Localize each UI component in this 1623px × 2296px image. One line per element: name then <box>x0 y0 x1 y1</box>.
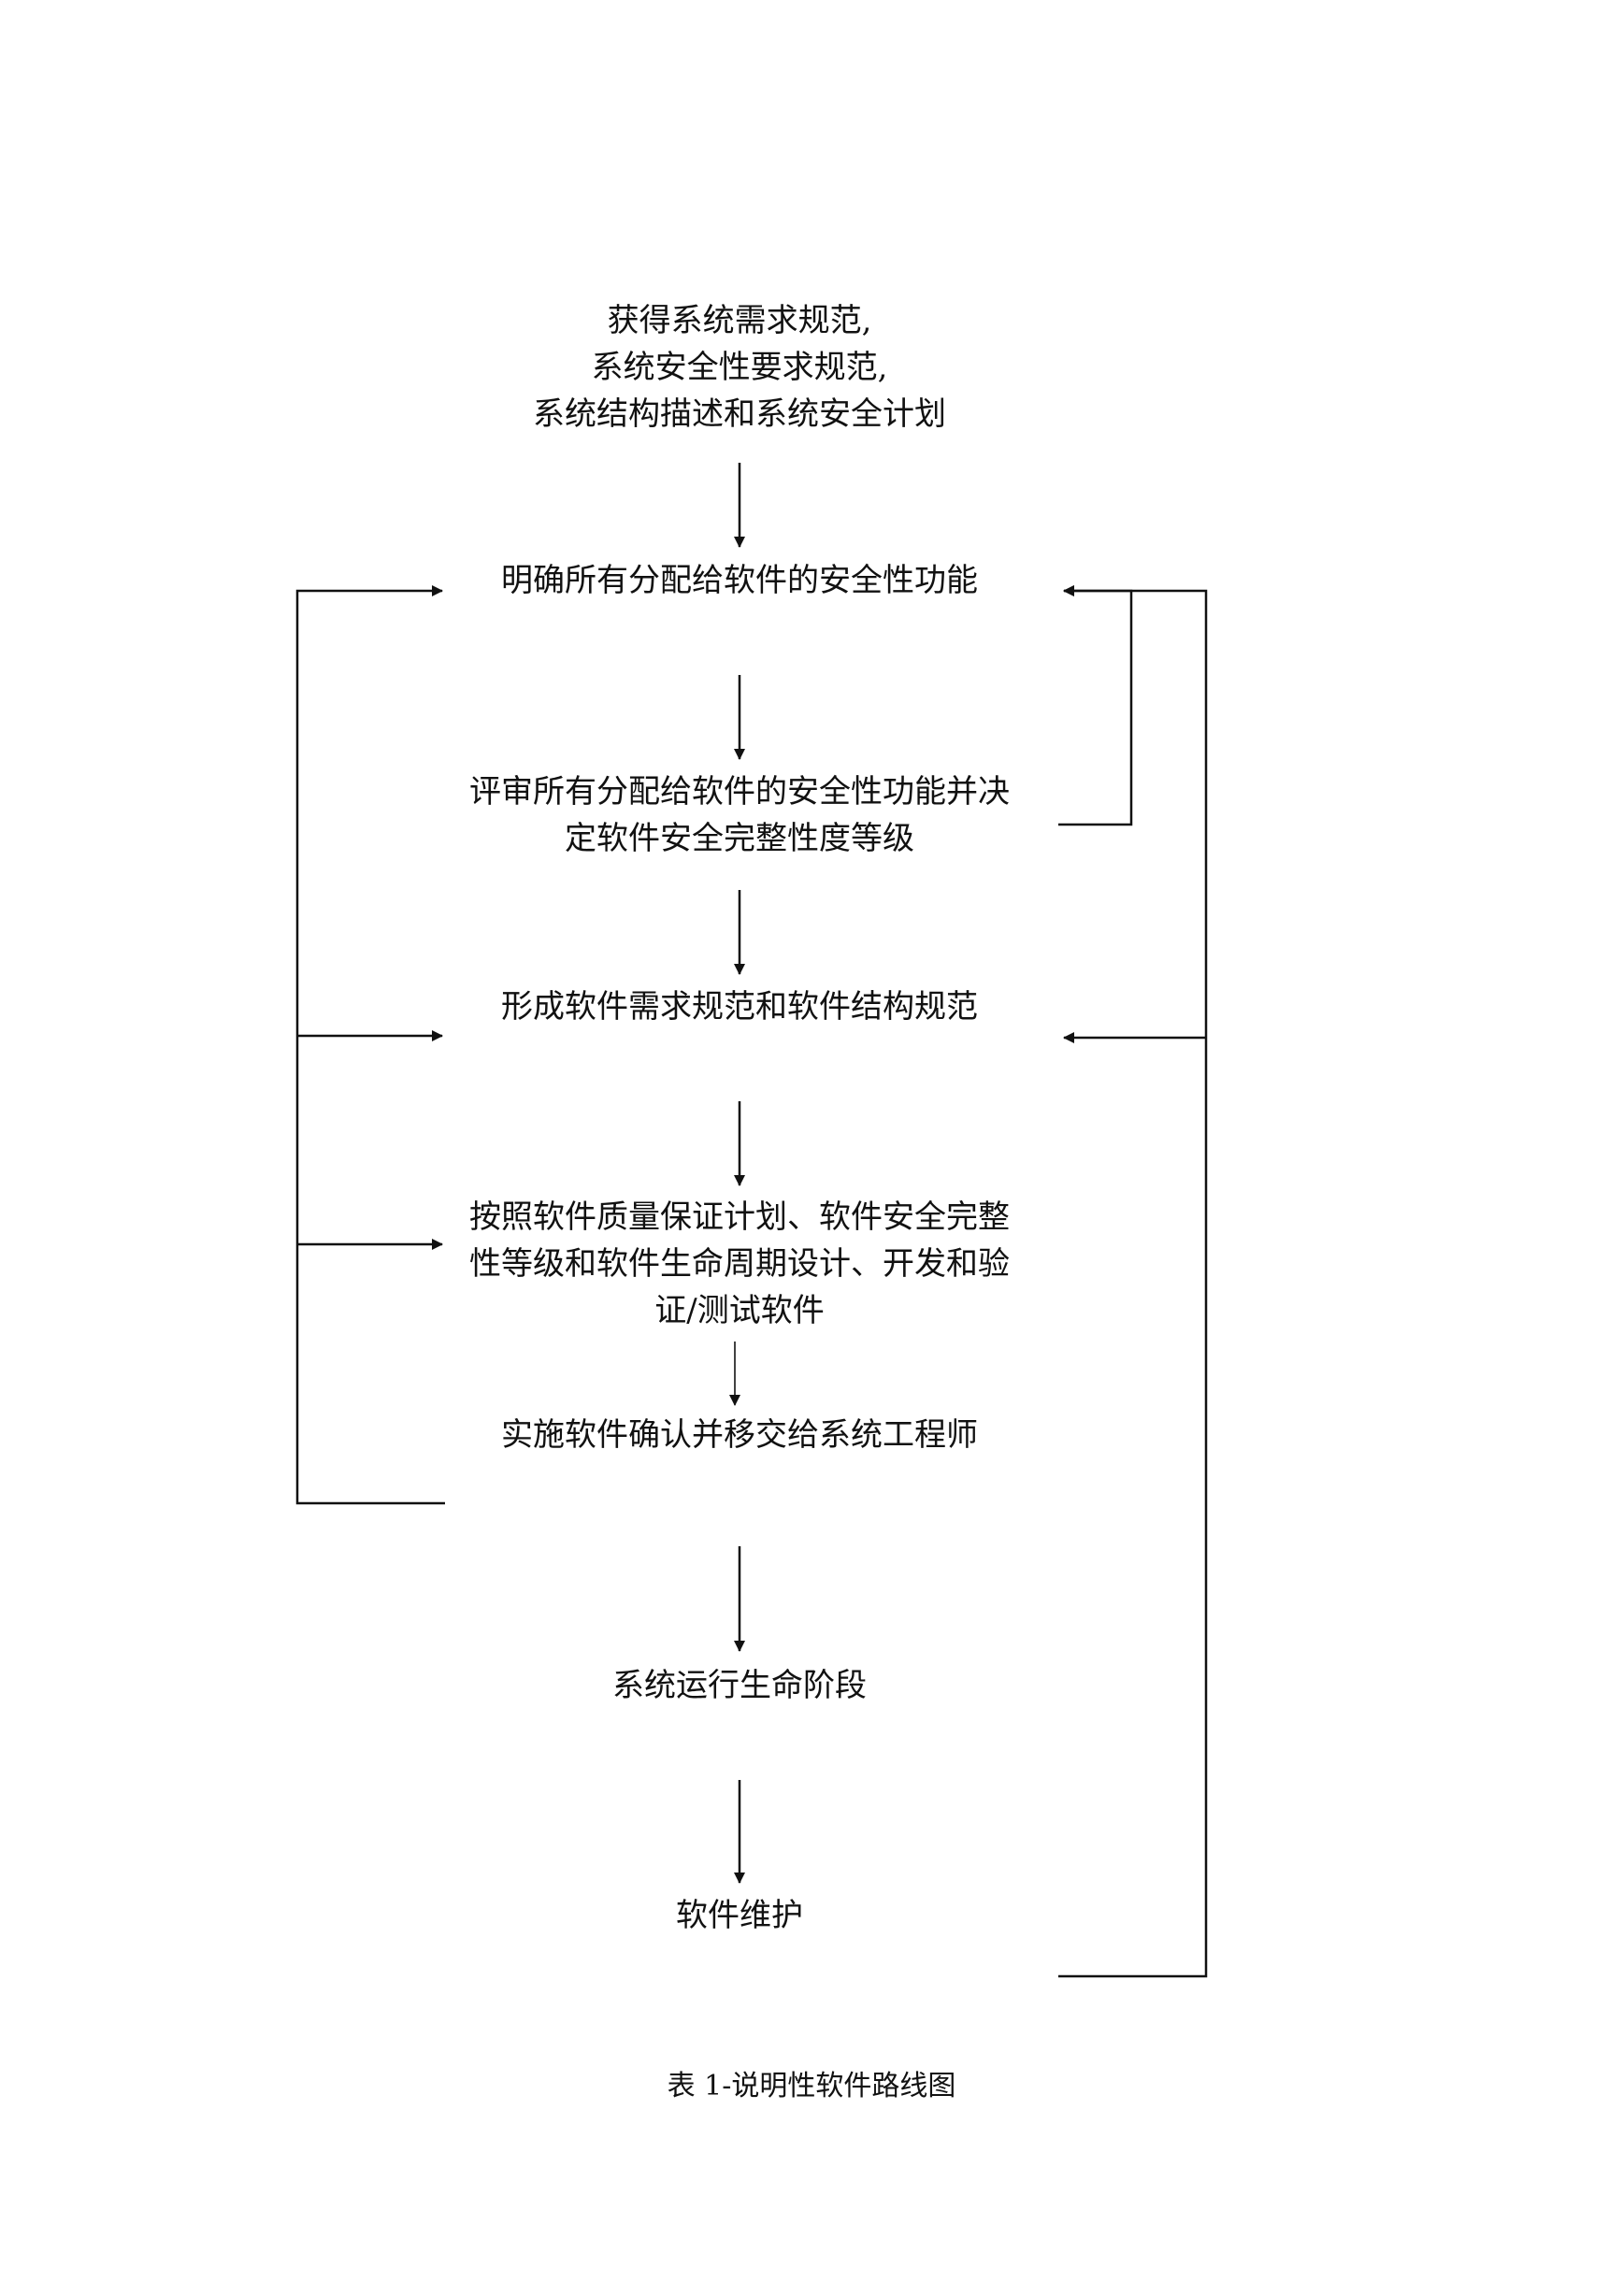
node-text-line: 系统安全性要求规范, <box>591 349 888 386</box>
loop-maintenance-to-identify <box>1058 585 1208 1978</box>
node-operation-phase: 系统运行生命阶段 <box>438 1662 1041 1709</box>
node-develop-and-verify: 按照软件质量保证计划、软件安全完整 性等级和软件生命周期设计、开发和验 证/测试… <box>438 1194 1041 1334</box>
node-text-line: 明确所有分配给软件的安全性功能 <box>501 562 978 599</box>
node-text-line: 系统运行生命阶段 <box>612 1667 867 1704</box>
node-identify-safety-functions: 明确所有分配给软件的安全性功能 <box>438 557 1041 604</box>
node-text-line: 评审所有分配给软件的安全性功能并决 <box>469 773 1010 811</box>
node-text-line: 证/测试软件 <box>654 1292 825 1329</box>
node-text-line: 获得系统需求规范, <box>607 302 872 339</box>
node-text-line: 系统结构描述和系统安全计划 <box>533 395 946 433</box>
node-text-line: 形成软件需求规范和软件结构规范 <box>501 988 978 1026</box>
node-software-requirements: 形成软件需求规范和软件结构规范 <box>438 983 1041 1030</box>
figure-caption: 表 1-说明性软件路线图 <box>667 2070 956 2102</box>
node-text-line: 按照软件质量保证计划、软件安全完整 <box>469 1198 1010 1236</box>
node-software-validation: 实施软件确认并移交给系统工程师 <box>438 1412 1041 1458</box>
node-text-line: 性等级和软件生命周期设计、开发和验 <box>469 1245 1010 1283</box>
loop-review-to-identify <box>1058 585 1133 826</box>
node-software-maintenance: 软件维护 <box>438 1892 1041 1939</box>
node-text-line: 软件维护 <box>676 1897 803 1934</box>
node-text-line: 实施软件确认并移交给系统工程师 <box>501 1416 978 1454</box>
node-text-line: 定软件安全完整性度等级 <box>565 820 914 857</box>
node-review-safety-functions: 评审所有分配给软件的安全性功能并决 定软件安全完整性度等级 <box>438 768 1041 862</box>
node-inputs: 获得系统需求规范, 系统安全性要求规范, 系统结构描述和系统安全计划 <box>438 297 1041 438</box>
loop-validate-to-identify <box>295 585 445 1505</box>
